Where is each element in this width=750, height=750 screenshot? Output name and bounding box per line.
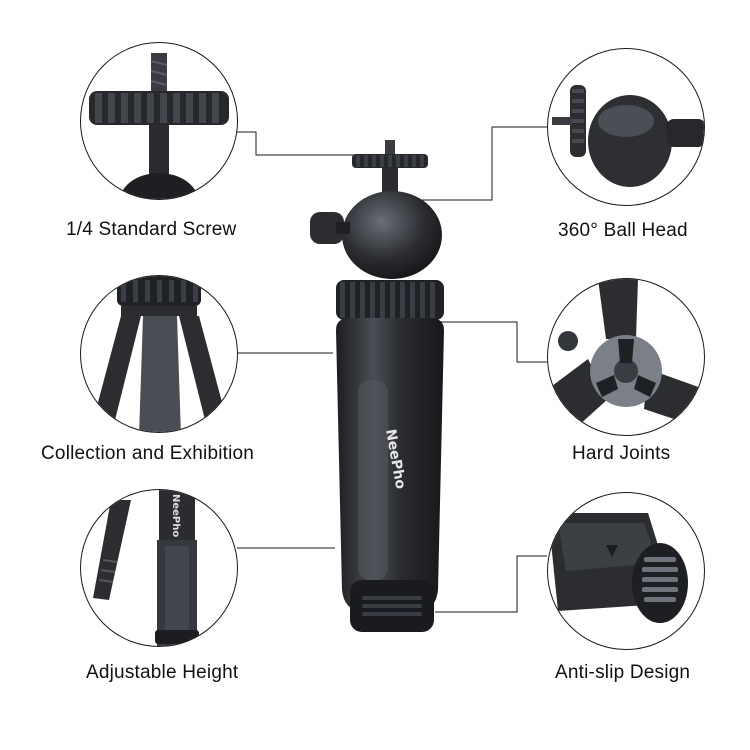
caption-joints: Hard Joints <box>572 443 671 464</box>
connector-joints <box>440 321 547 363</box>
feature-circle-antislip <box>547 492 705 650</box>
caption-collection: Collection and Exhibition <box>41 443 255 464</box>
feature-circle-collection <box>80 275 238 433</box>
feature-circle-ballhead <box>547 48 705 206</box>
anti-slip-foot-icon <box>548 513 688 623</box>
connector-ballhead <box>405 126 547 201</box>
connector-antislip <box>435 555 547 613</box>
caption-antislip: Anti-slip Design <box>555 662 691 683</box>
tripod-product: NeePho <box>310 140 444 632</box>
feature-circle-screw <box>80 42 238 200</box>
hard-joints-icon <box>548 279 704 435</box>
folded-legs-icon <box>90 276 230 432</box>
caption-height: Adjustable Height <box>86 662 239 683</box>
caption-screw: 1/4 Standard Screw <box>66 219 237 240</box>
adjustable-height-icon: NeePho <box>93 490 199 646</box>
svg-text:NeePho: NeePho <box>170 494 181 537</box>
caption-ballhead: 360° Ball Head <box>558 220 688 241</box>
connector-screw <box>237 131 354 156</box>
feature-circle-joints <box>547 278 705 436</box>
standard-screw-icon <box>89 53 229 199</box>
ball-head-icon <box>552 85 704 187</box>
feature-circle-height: NeePho <box>80 489 238 647</box>
